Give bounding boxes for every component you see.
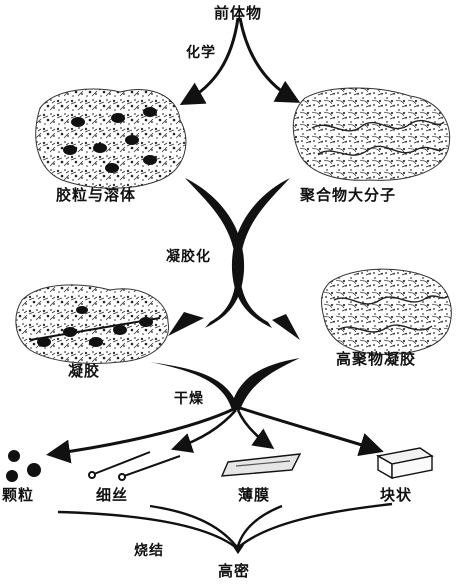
polymer-gel-cluster [321, 268, 452, 355]
gelation-arrows [168, 178, 300, 340]
block-label: 块状 [380, 486, 413, 504]
polymer-macromolecule-cluster [292, 87, 451, 181]
chemistry-arrows [179, 17, 301, 105]
particles-label: 颗粒 [2, 486, 35, 504]
gel-cluster [15, 284, 169, 364]
block-icon [376, 447, 434, 480]
drying-arrows [46, 358, 384, 464]
final-ceramic-label: 高密 [218, 562, 251, 580]
chemistry-step-label: 化学 [186, 45, 216, 61]
sintering-lines [57, 502, 393, 555]
film-label: 薄膜 [238, 486, 271, 504]
polymer-macromolecule-label: 聚合物大分子 [300, 186, 397, 204]
particles-icon [6, 450, 41, 482]
fibers-label: 细丝 [96, 486, 129, 504]
polymer-gel-label: 高聚物凝胶 [336, 350, 417, 368]
film-icon [220, 453, 302, 477]
colloid-sol-label: 胶粒与溶体 [56, 186, 137, 204]
gelation-step-label: 凝胶化 [166, 249, 211, 265]
precursor-label: 前体物 [214, 4, 263, 22]
gel-label: 凝胶 [68, 362, 101, 380]
drying-step-label: 干燥 [174, 391, 204, 407]
sintering-step-label: 烧结 [134, 543, 164, 559]
colloid-sol-cluster [35, 88, 187, 189]
fibers-icon [88, 451, 181, 481]
